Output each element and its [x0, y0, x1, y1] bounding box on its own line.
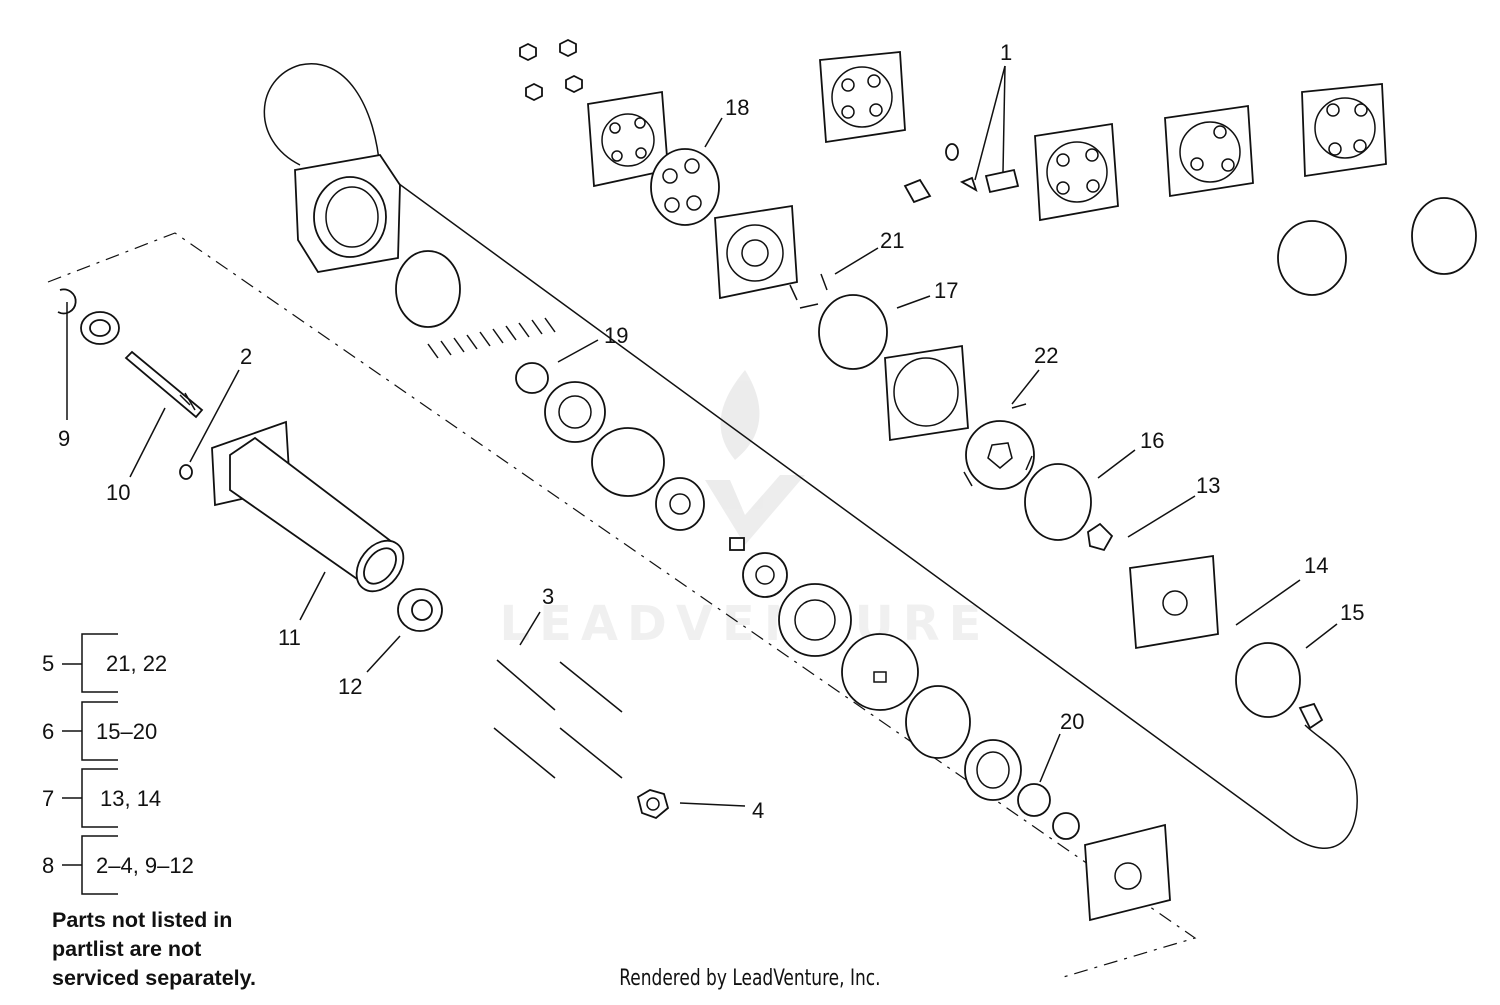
left-shaft-line: [47, 232, 1197, 979]
callout-12: 12: [338, 674, 362, 699]
seal-assembly-part-22: [963, 403, 1035, 490]
callout-16: 16: [1140, 428, 1164, 453]
callout-11: 11: [278, 625, 301, 650]
end-cover: [1084, 823, 1171, 922]
kit-contents: 21, 22: [106, 651, 167, 676]
callout-18: 18: [725, 95, 749, 120]
kit-number: 7: [42, 786, 54, 811]
rotor-gear: [742, 552, 788, 598]
valve-plate-left: [587, 90, 669, 188]
coupling-key: [729, 537, 745, 551]
bearing-housing: [884, 344, 969, 442]
callout-14: 14: [1304, 553, 1328, 578]
note-line-2: partlist are not: [52, 937, 202, 961]
pins-part-21: [789, 273, 828, 309]
callout-17: 17: [934, 278, 958, 303]
toothed-disc: [655, 477, 705, 531]
watermark-text: LEADVENTURE: [500, 596, 991, 652]
kit-number: 6: [42, 719, 54, 744]
ring-part-19: [515, 362, 549, 394]
seal-ring: [80, 311, 120, 345]
valve-plate-right-2: [1301, 83, 1387, 178]
callout-labels: 1 2 3 4 9 10 11 12 13 14 15 16 17 18 19 …: [58, 40, 1364, 823]
callout-21: 21: [880, 228, 904, 253]
callout-13: 13: [1196, 473, 1220, 498]
note-line-1: Parts not listed in: [52, 908, 233, 932]
kit-number: 8: [42, 853, 54, 878]
shaft-part-10: [124, 350, 204, 419]
nut-part-4: [636, 789, 670, 820]
callout-1: 1: [1000, 40, 1012, 65]
o-ring-right-2: [1411, 197, 1477, 275]
callout-19: 19: [604, 323, 628, 348]
large-ring: [905, 685, 971, 759]
kit-contents: 15–20: [96, 719, 157, 744]
thin-ring: [591, 427, 665, 497]
small-ring: [1052, 812, 1080, 840]
callout-9: 9: [58, 426, 70, 451]
top-nuts: [519, 38, 583, 102]
kit-group-8: 8 2–4, 9–12: [42, 835, 194, 895]
assembly-center-lines: [47, 232, 1197, 979]
callout-20: 20: [1060, 709, 1084, 734]
footer-text: Rendered by LeadVenture, Inc.: [619, 966, 881, 991]
callout-22: 22: [1034, 343, 1058, 368]
tie-bolts-part-3: [493, 659, 623, 779]
washer-part-20: [1017, 783, 1051, 817]
callout-2: 2: [240, 344, 252, 369]
fitting-block: [1298, 702, 1324, 730]
key-part-2: [179, 464, 193, 480]
kit-contents: 2–4, 9–12: [96, 853, 194, 878]
callout-4: 4: [752, 798, 764, 823]
callout-3: 3: [542, 584, 554, 609]
callout-15: 15: [1340, 600, 1364, 625]
spline-gear: [544, 381, 606, 443]
kit-group-5: 5 21, 22: [42, 633, 167, 693]
valve-plate-right-1: [1164, 104, 1254, 198]
wear-plate: [841, 633, 919, 711]
kit-group-7: 7 13, 14: [42, 768, 161, 828]
mounting-housing: [294, 154, 401, 273]
o-ring-part-15: [1235, 642, 1301, 718]
note-line-3: serviced separately.: [52, 966, 256, 990]
o-ring-part-17: [818, 294, 888, 370]
kit-contents: 13, 14: [100, 786, 161, 811]
bushing-part-12: [397, 588, 443, 632]
service-note: Parts not listed in partlist are not ser…: [52, 906, 352, 993]
leader-lines: [66, 65, 1338, 807]
port-plate: [714, 204, 798, 300]
gasket-part-18: [650, 148, 720, 226]
cover-plate-bore: [1129, 554, 1219, 650]
o-ring: [395, 250, 461, 328]
housing-tube-part-11: [211, 420, 405, 593]
kit-groups-legend: 5 21, 22 6 15–20 7 13, 14 8 2–4, 9–12: [42, 633, 194, 895]
valve-plate-center: [1034, 122, 1119, 222]
plug-part-13: [1087, 522, 1114, 552]
gerotor-set: [778, 583, 852, 657]
snap-ring-part-9: [57, 288, 77, 315]
kit-number: 5: [42, 651, 54, 676]
callout-10: 10: [106, 480, 130, 505]
fittings-part-1: [903, 143, 1020, 204]
kit-group-6: 6 15–20: [42, 701, 157, 761]
o-ring-part-16: [1024, 463, 1092, 541]
needle-bearing: [964, 739, 1022, 801]
flame-logo-icon: [705, 370, 805, 545]
manifold-block-top: [819, 51, 906, 144]
pin-row: [427, 317, 556, 359]
footer-credit: Rendered by LeadVenture, Inc.: [0, 966, 1500, 991]
o-ring-right-1: [1277, 220, 1347, 296]
